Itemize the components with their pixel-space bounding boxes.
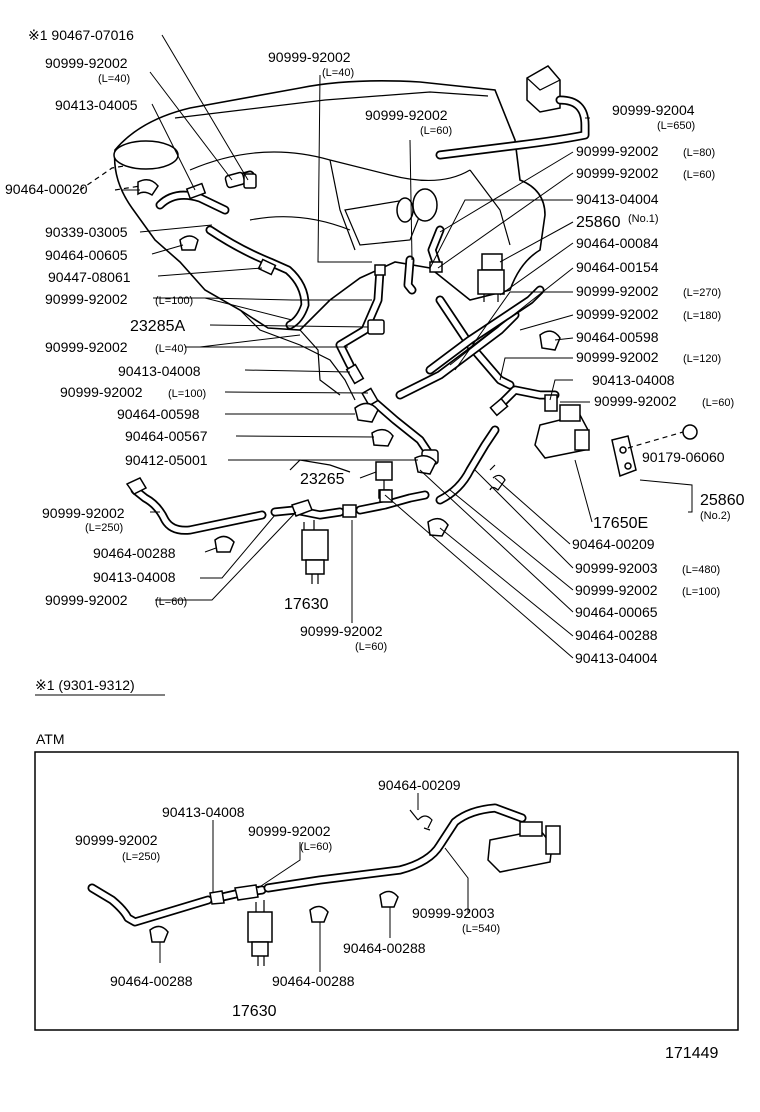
atm-label-d09: 17630 xyxy=(232,1003,277,1020)
label-c18: 90999-92003 xyxy=(575,560,658,576)
small-parts-main xyxy=(125,171,698,584)
label-c15: 25860 xyxy=(700,492,745,509)
label-b01-sub: (L=40) xyxy=(322,67,354,79)
label-a22: 90999-92002 xyxy=(300,623,383,639)
label-c05-sub: (No.1) xyxy=(628,213,659,225)
label-c17: 90464-00209 xyxy=(572,536,655,552)
atm-frame xyxy=(34,751,739,1031)
label-c19-sub: (L=100) xyxy=(682,586,720,598)
label-a17: 90999-92002 xyxy=(42,505,125,521)
label-a04: 90464-00020 xyxy=(5,181,88,197)
label-a03: 90413-04005 xyxy=(55,97,138,113)
label-a12: 90999-92002 xyxy=(60,384,143,400)
atm-label-d03-sub: (L=250) xyxy=(122,851,160,863)
label-c18-sub: (L=480) xyxy=(682,564,720,576)
label-a07: 90447-08061 xyxy=(48,269,131,285)
label-a10-sub: (L=40) xyxy=(155,343,187,355)
label-c04: 90413-04004 xyxy=(576,191,659,207)
label-c13-sub: (L=60) xyxy=(702,397,734,409)
label-c06: 90464-00084 xyxy=(576,235,659,251)
label-c01-sub: (L=650) xyxy=(657,120,695,132)
label-c10: 90464-00598 xyxy=(576,329,659,345)
leader-lines-main xyxy=(79,34,693,659)
label-a10: 90999-92002 xyxy=(45,339,128,355)
label-c09: 90999-92002 xyxy=(576,306,659,322)
label-c11-sub: (L=120) xyxy=(683,353,721,365)
label-a08: 90999-92002 xyxy=(45,291,128,307)
label-c15-sub: (No.2) xyxy=(700,510,731,522)
label-a20-sub: (L=60) xyxy=(155,596,187,608)
label-c12: 90413-04008 xyxy=(592,372,675,388)
label-a09: 23285A xyxy=(130,318,185,335)
atm-label-d02: 90413-04008 xyxy=(162,804,245,820)
label-a14: 90464-00567 xyxy=(125,428,208,444)
footnote: ※1 (9301-9312) xyxy=(35,677,135,693)
label-c03-sub: (L=60) xyxy=(683,169,715,181)
label-a20: 90999-92002 xyxy=(45,592,128,608)
atm-title: ATM xyxy=(36,731,65,747)
label-c20: 90464-00065 xyxy=(575,604,658,620)
label-a15: 90412-05001 xyxy=(125,452,208,468)
label-c03: 90999-92002 xyxy=(576,165,659,181)
atm-label-d04: 90999-92002 xyxy=(248,823,331,839)
label-b01: 90999-92002 xyxy=(268,49,351,65)
label-c01: 90999-92004 xyxy=(612,102,695,118)
label-a18: 90464-00288 xyxy=(93,545,176,561)
label-c05: 25860 xyxy=(576,214,621,231)
label-c19: 90999-92002 xyxy=(575,582,658,598)
label-c21: 90464-00288 xyxy=(575,627,658,643)
hose-set-main xyxy=(130,95,590,535)
label-b02-sub: (L=60) xyxy=(420,125,452,137)
label-a02-sub: (L=40) xyxy=(98,73,130,85)
label-c02: 90999-92002 xyxy=(576,143,659,159)
label-b02: 90999-92002 xyxy=(365,107,448,123)
atm-label-d05: 90999-92003 xyxy=(412,905,495,921)
atm-label-d04-sub: (L=60) xyxy=(300,841,332,853)
label-a05: 90339-03005 xyxy=(45,224,128,240)
atm-inset: ATM 90464-00209 90413-0 xyxy=(34,731,739,1031)
label-a08-sub: (L=100) xyxy=(155,295,193,307)
part-labels-main: ※1 90467-07016 90999-92002 (L=40) 90413-… xyxy=(5,27,745,696)
label-a21: 17630 xyxy=(284,596,329,613)
label-a13: 90464-00598 xyxy=(117,406,200,422)
label-c09-sub: (L=180) xyxy=(683,310,721,322)
engine-illustration xyxy=(113,65,561,473)
atm-label-d07: 90464-00288 xyxy=(272,973,355,989)
atm-label-d06: 90464-00288 xyxy=(110,973,193,989)
label-c02-sub: (L=80) xyxy=(683,147,715,159)
label-c13: 90999-92002 xyxy=(594,393,677,409)
label-c11: 90999-92002 xyxy=(576,349,659,365)
label-c08-sub: (L=270) xyxy=(683,287,721,299)
atm-label-d05-sub: (L=540) xyxy=(462,923,500,935)
label-a01: ※1 90467-07016 xyxy=(28,27,134,43)
atm-label-d03: 90999-92002 xyxy=(75,832,158,848)
label-c14: 90179-06060 xyxy=(642,449,725,465)
label-c07: 90464-00154 xyxy=(576,259,659,275)
label-a16: 23265 xyxy=(300,471,345,488)
label-a11: 90413-04008 xyxy=(118,363,201,379)
atm-label-d08: 90464-00288 xyxy=(343,940,426,956)
label-c22: 90413-04004 xyxy=(575,650,658,666)
label-a02: 90999-92002 xyxy=(45,55,128,71)
label-a17-sub: (L=250) xyxy=(85,522,123,534)
label-c16: 17650E xyxy=(593,515,648,532)
label-a12-sub: (L=100) xyxy=(168,388,206,400)
label-a19: 90413-04008 xyxy=(93,569,176,585)
label-c08: 90999-92002 xyxy=(576,283,659,299)
label-a22-sub: (L=60) xyxy=(355,641,387,653)
atm-label-d01: 90464-00209 xyxy=(378,777,461,793)
label-a06: 90464-00605 xyxy=(45,247,128,263)
diagram-number: 171449 xyxy=(665,1045,718,1062)
